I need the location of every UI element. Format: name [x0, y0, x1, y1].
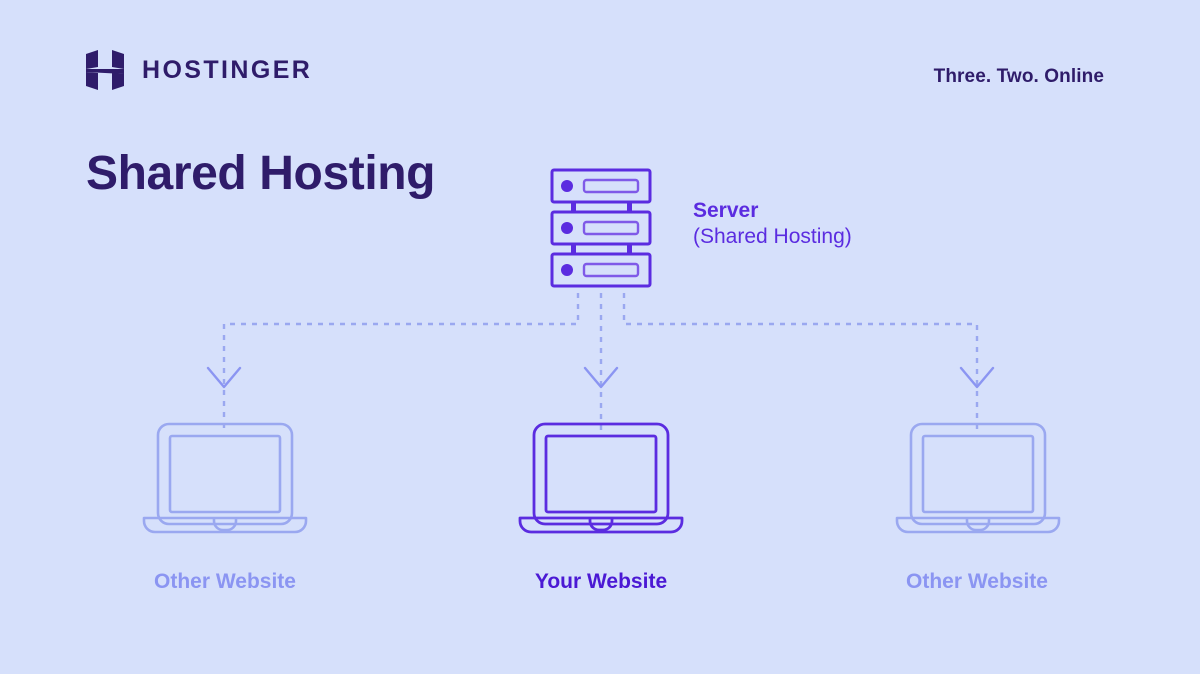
- server-rack-icon: [550, 168, 652, 288]
- connector-left: [222, 282, 580, 432]
- chevron-down-arrow-icon: [206, 366, 242, 389]
- server-label: Server (Shared Hosting): [693, 198, 852, 250]
- brand-name: HOSTINGER: [142, 55, 313, 84]
- laptop-icon: [518, 422, 684, 534]
- node-caption-your-website: Your Website: [534, 570, 668, 593]
- tagline: Three. Two. Online: [933, 66, 1104, 87]
- node-caption-other-website-right: Other Website: [906, 570, 1048, 593]
- laptop-icon: [142, 422, 308, 534]
- chevron-down-arrow-icon: [583, 366, 619, 389]
- connector-right: [622, 282, 979, 432]
- server-label-line2: (Shared Hosting): [693, 224, 852, 248]
- server-label-line1: Server: [693, 199, 759, 222]
- brand-lockup: HOSTINGER: [86, 50, 312, 90]
- laptop-icon: [895, 422, 1061, 534]
- hostinger-h-logo-icon: [86, 50, 124, 90]
- node-caption-other-website-left: Other Website: [154, 570, 296, 593]
- page-title: Shared Hosting: [86, 147, 436, 200]
- chevron-down-arrow-icon: [959, 366, 995, 389]
- connector-group: [222, 282, 979, 432]
- arrowheads: [206, 366, 995, 389]
